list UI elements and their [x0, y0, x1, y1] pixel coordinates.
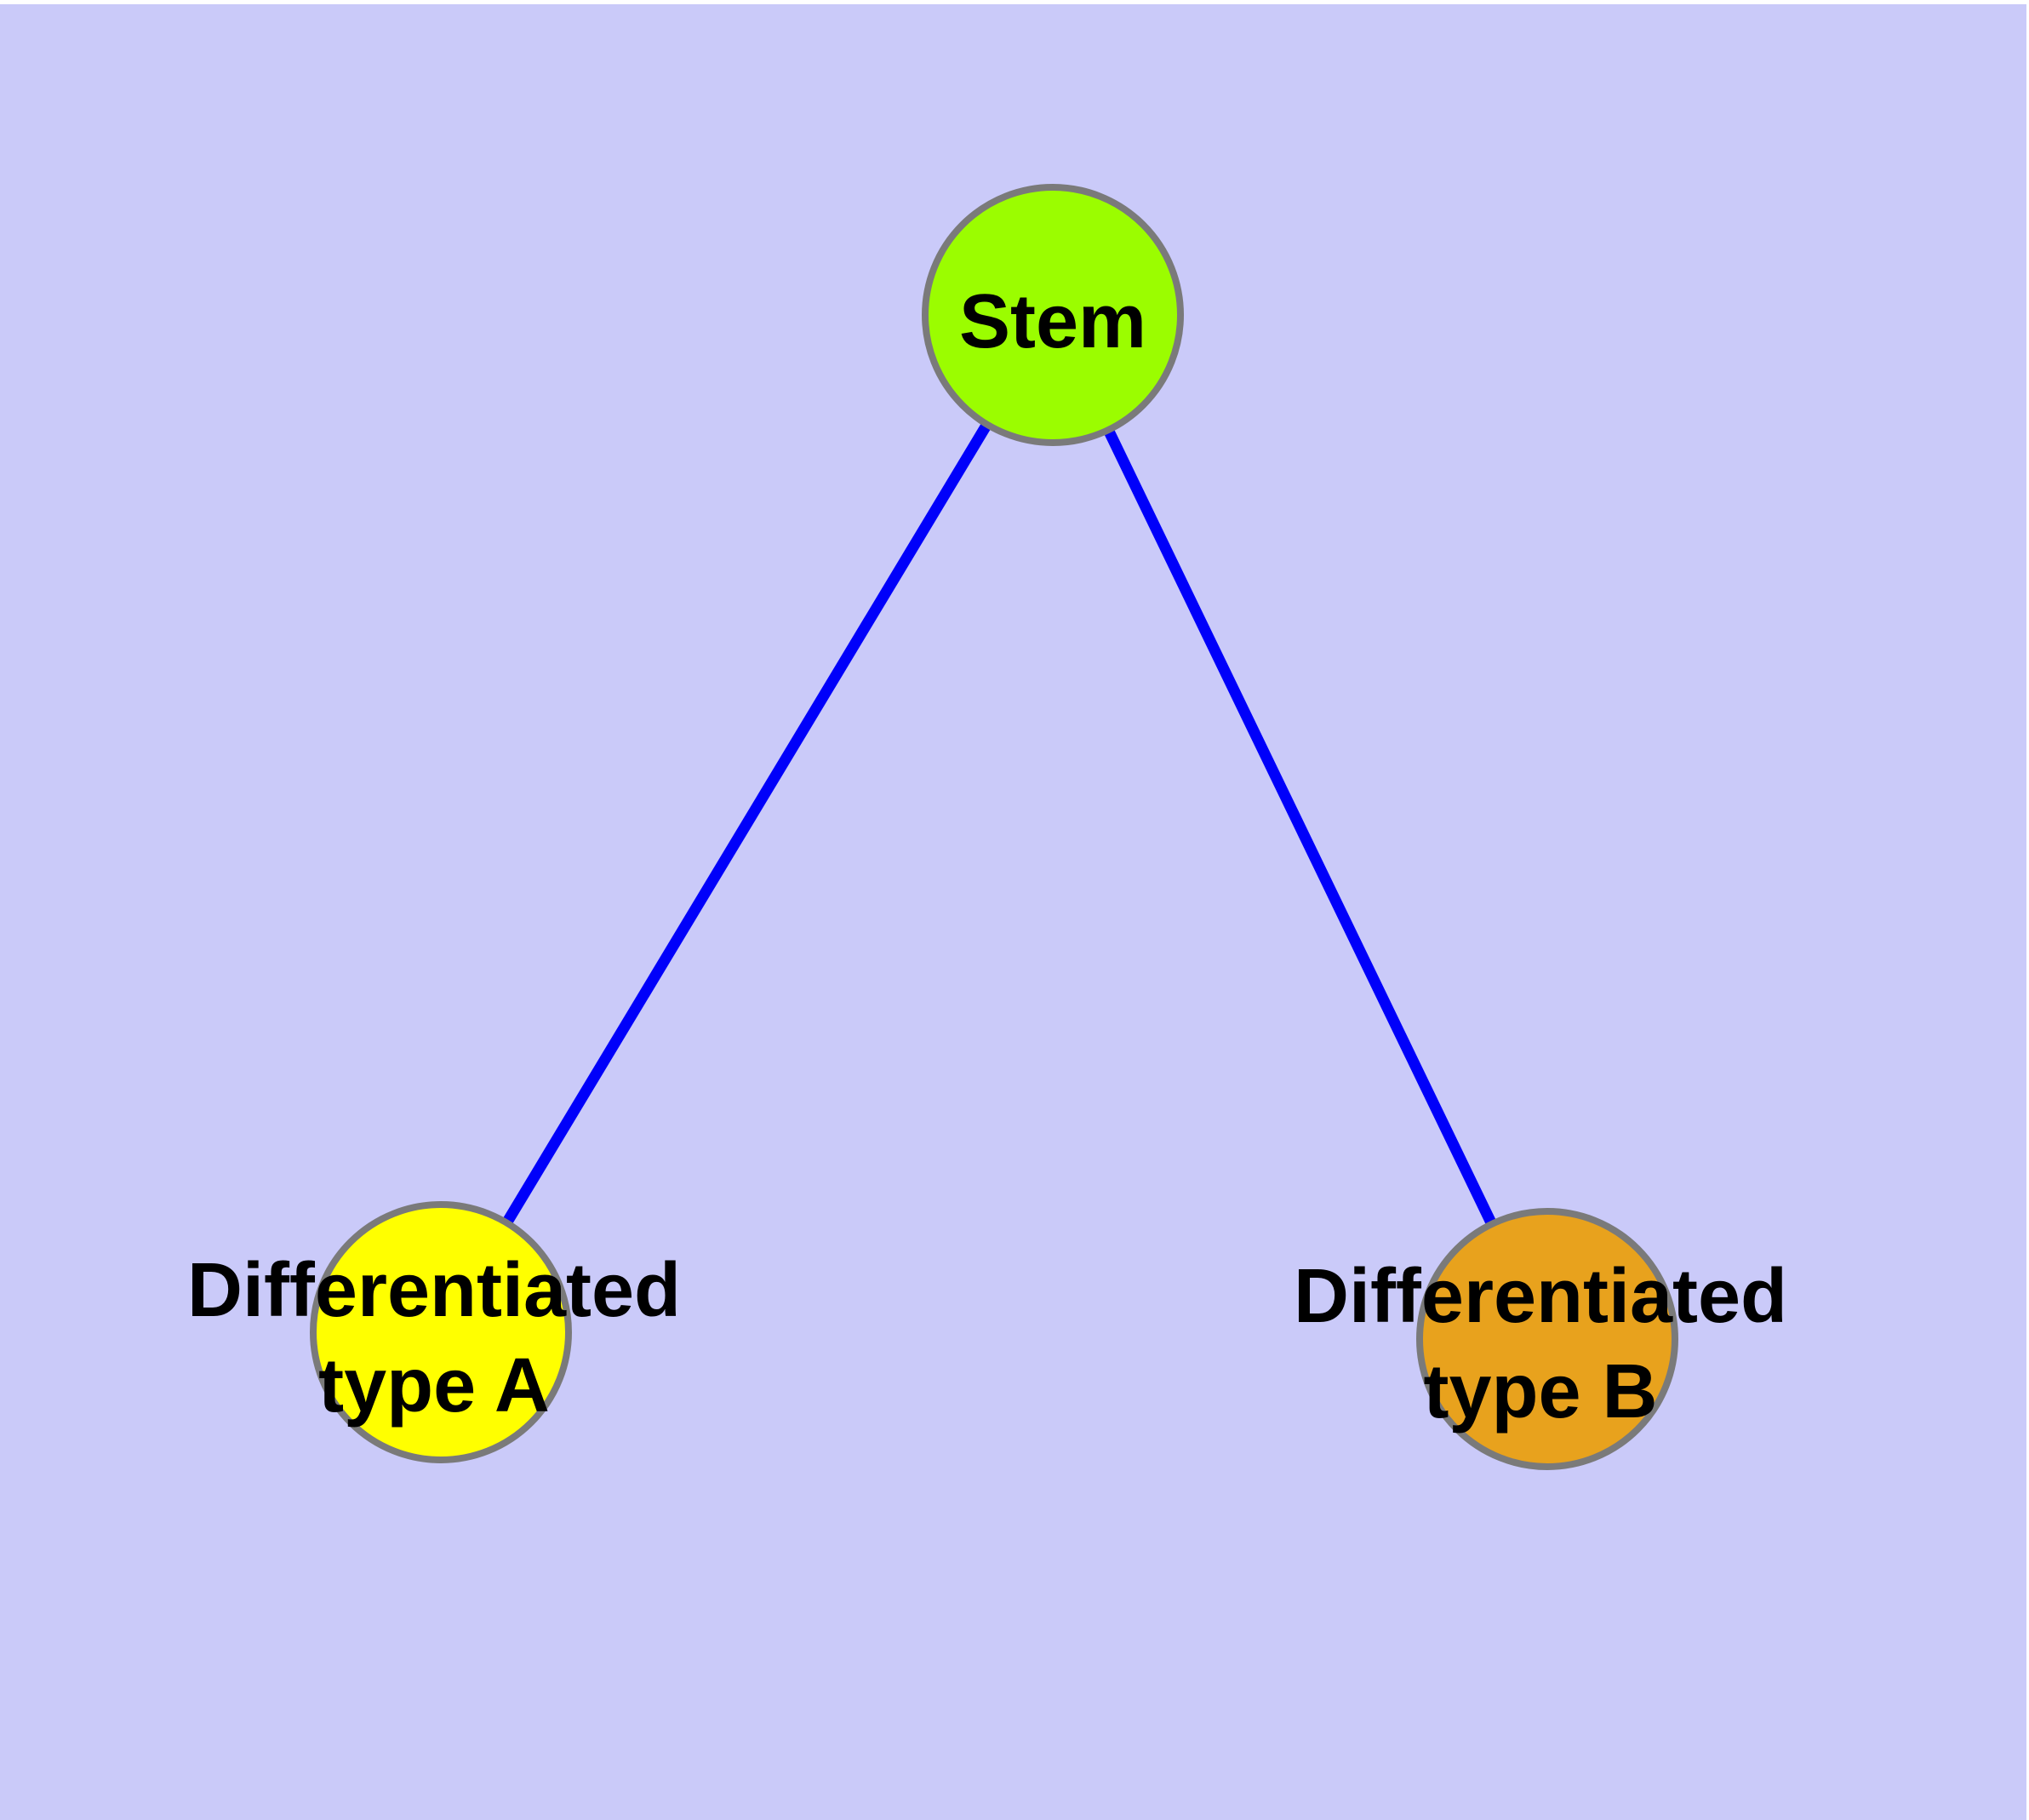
node-differentiated-type-b-label-line2: type B — [1423, 1349, 1657, 1434]
node-stem — [922, 184, 1184, 446]
node-differentiated-type-b — [1416, 1208, 1678, 1470]
node-differentiated-type-a — [310, 1201, 572, 1463]
edge-stem-to-differentiated-type-a — [436, 312, 1058, 1336]
node-differentiated-type-a-label-line2: type A — [318, 1343, 550, 1428]
node-stem-label: Stem — [959, 279, 1146, 364]
node-differentiated-type-b-label-line1: Differentiated — [1294, 1254, 1787, 1339]
edge-stem-to-differentiated-type-b — [1048, 312, 1552, 1342]
node-differentiated-type-a-label-line1: Differentiated — [187, 1248, 681, 1333]
